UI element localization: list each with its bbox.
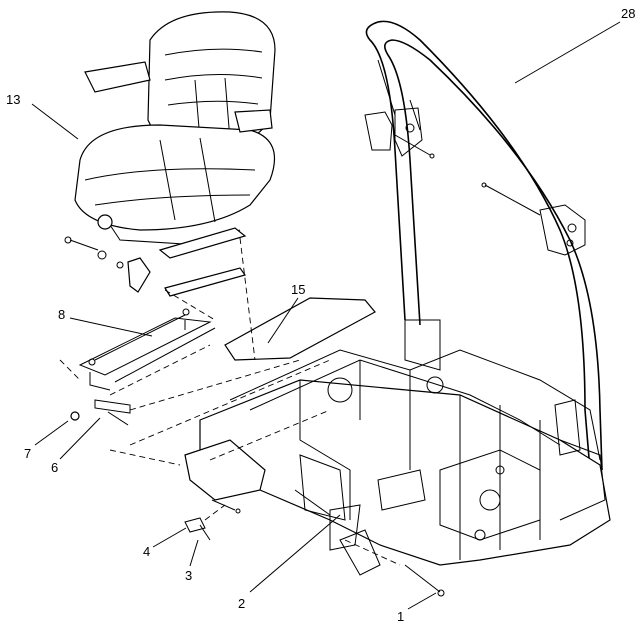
callout-2: 2	[238, 596, 245, 611]
assembly-lines	[59, 237, 401, 566]
callout-6: 6	[51, 460, 58, 475]
bolt-1	[404, 564, 445, 597]
hardware-3-4	[184, 499, 241, 541]
callout-1: 1	[397, 609, 404, 624]
roll-bar	[364, 20, 603, 471]
front-bracket	[184, 439, 361, 551]
callout-labels: 28 13 15 8 7 6 4 3 2 1	[6, 6, 635, 624]
seat-assembly	[74, 11, 276, 246]
callout-8: 8	[58, 307, 65, 322]
frame-assembly	[199, 297, 611, 576]
leader-lines	[31, 21, 621, 610]
seat-hardware	[64, 227, 247, 297]
hardware-6-7	[70, 399, 131, 426]
callout-28: 28	[621, 6, 635, 21]
callout-7: 7	[24, 446, 31, 461]
callout-15: 15	[291, 282, 305, 297]
seat-mounting-plate	[78, 308, 216, 391]
callout-3: 3	[185, 568, 192, 583]
callout-13: 13	[6, 92, 20, 107]
callout-4: 4	[143, 544, 150, 559]
